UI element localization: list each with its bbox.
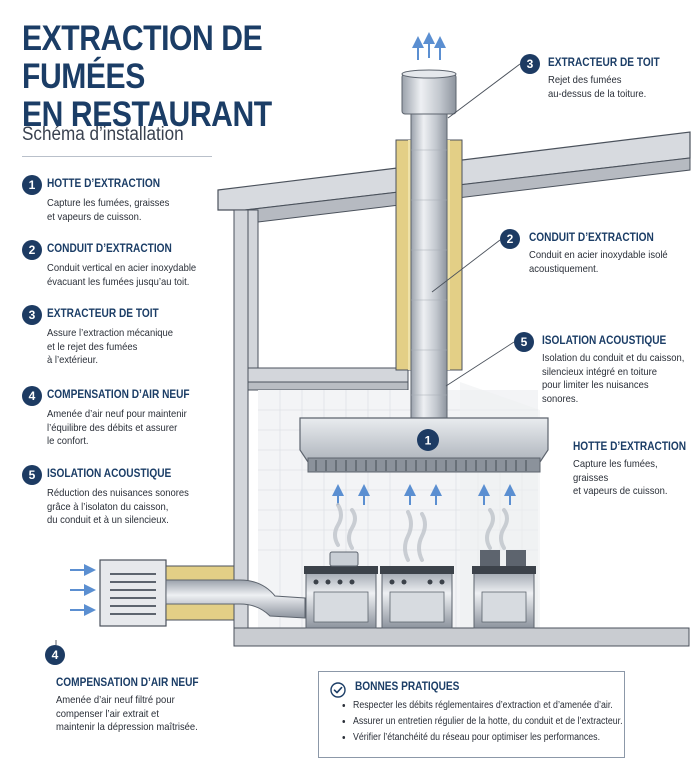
check-circle-icon xyxy=(330,682,346,698)
callout-leaders xyxy=(55,63,521,645)
callout-badge: 5 xyxy=(514,332,534,352)
airflow-arrows xyxy=(332,484,516,505)
roof-fan xyxy=(401,32,457,115)
title-line-1: EXTRACTION DE FUMÉES xyxy=(22,19,263,96)
legend-badge: 4 xyxy=(22,386,42,406)
fryer xyxy=(472,550,536,629)
callout-title: ISOLATION ACOUSTIQUE xyxy=(542,335,667,347)
legend-desc: Capture les fumées, graisses et vapeurs … xyxy=(47,197,170,223)
callout-title: COMPENSATION D’AIR NEUF xyxy=(56,677,199,689)
title-line-2: EN RESTAURANT xyxy=(22,95,272,134)
callout-desc: Isolation du conduit et du caisson, sile… xyxy=(542,352,685,405)
legend-badge: 1 xyxy=(22,175,42,195)
fresh-air-arrows xyxy=(70,564,96,616)
legend-title: CONDUIT D’EXTRACTION xyxy=(47,243,172,255)
legend-title: HOTTE D’EXTRACTION xyxy=(47,178,161,190)
legend-desc: Amenée d’air neuf pour maintenir l’équil… xyxy=(47,408,187,447)
legend-title: ISOLATION ACOUSTIQUE xyxy=(47,468,172,480)
legend-desc: Assure l’extraction mécanique et le reje… xyxy=(47,327,174,366)
legend-title: EXTRACTEUR DE TOIT xyxy=(47,308,159,320)
best-practices-title: BONNES PRATIQUES xyxy=(355,681,460,693)
callout-badge: 3 xyxy=(520,54,540,74)
callout-desc: Capture les fumées, graisses et vapeurs … xyxy=(573,458,668,497)
hood-badge-number: 1 xyxy=(425,434,432,448)
list-item: Vérifier l’étanchéité du réseau pour opt… xyxy=(353,730,617,746)
best-practices-list: Respecter les débits réglementaires d’ex… xyxy=(343,698,653,746)
legend-desc: Réduction des nuisances sonores grâce à … xyxy=(47,487,189,526)
cooking-range-1 xyxy=(304,551,378,629)
legend-badge: 3 xyxy=(22,305,42,325)
legend-desc: Conduit vertical en acier inoxydable éva… xyxy=(47,262,197,288)
page-title: EXTRACTION DE FUMÉES EN RESTAURANT xyxy=(22,20,349,134)
kitchen-floor xyxy=(233,627,690,647)
legend-badge: 5 xyxy=(22,465,42,485)
vertical-duct xyxy=(410,109,448,423)
best-practices-box: BONNES PRATIQUES Respecter les débits ré… xyxy=(318,671,625,758)
fresh-air-unit xyxy=(99,559,306,627)
page-subtitle: Schéma d’installation xyxy=(22,124,184,145)
subtitle-divider xyxy=(22,156,212,157)
cooking-range-2 xyxy=(380,566,454,629)
callout-badge: 4 xyxy=(45,645,65,665)
callout-desc: Rejet des fumées au-dessus de la toiture… xyxy=(548,74,647,100)
callout-title: CONDUIT D’EXTRACTION xyxy=(529,232,654,244)
list-item: Assurer un entretien régulier de la hott… xyxy=(353,714,623,730)
cooking-steam xyxy=(333,503,509,562)
callout-desc: Amenée d’air neuf filtré pour compenser … xyxy=(56,694,198,733)
list-item: Respecter les débits réglementaires d’ex… xyxy=(353,698,617,714)
building-frame xyxy=(233,209,409,636)
hood-badge: 1 xyxy=(417,429,439,451)
legend-badge: 2 xyxy=(22,240,42,260)
legend-title: COMPENSATION D’AIR NEUF xyxy=(47,389,190,401)
callout-desc: Conduit en acier inoxydable isolé acoust… xyxy=(529,249,668,275)
callout-title: HOTTE D’EXTRACTION xyxy=(573,441,687,453)
callout-badge: 2 xyxy=(500,229,520,249)
callout-title: EXTRACTEUR DE TOIT xyxy=(548,57,660,69)
